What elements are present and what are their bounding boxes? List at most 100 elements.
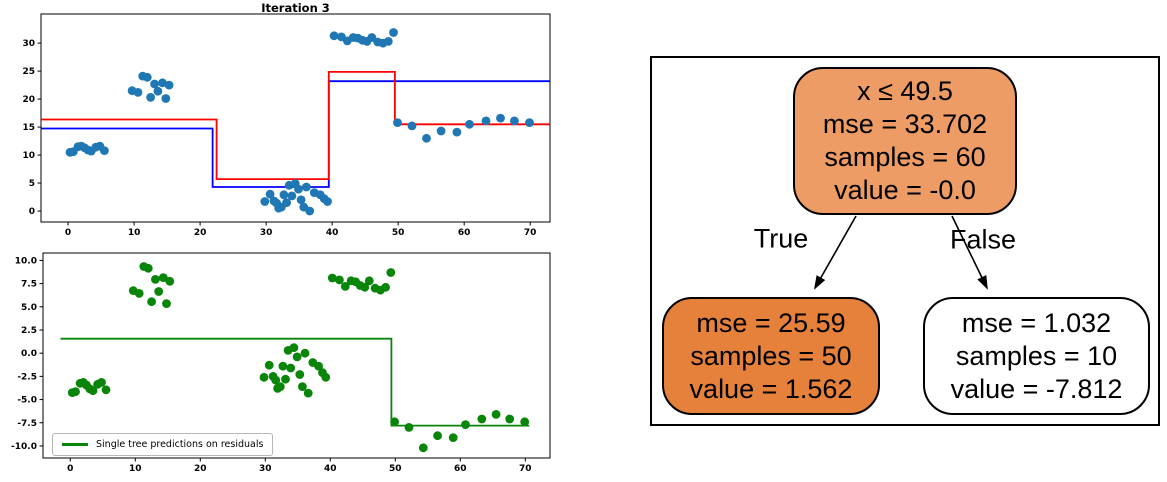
tree-node-left-child: mse = 25.59 samples = 50 value = 1.562 (662, 297, 880, 415)
scatter-point (461, 420, 470, 429)
scatter-point (154, 287, 164, 296)
scatter-point (158, 273, 168, 282)
scatter-point (298, 382, 307, 391)
scatter-point (327, 273, 337, 283)
y-tick-label: 10 (22, 151, 35, 161)
scatter-point (88, 386, 98, 396)
y-tick-label: 25 (22, 67, 35, 77)
scatter-point (360, 282, 370, 292)
scatter-point (71, 387, 80, 397)
scatter-point (302, 182, 311, 192)
scatter-point (390, 417, 399, 427)
scatter-point (265, 189, 275, 199)
scatter-point (321, 372, 331, 382)
scatter-point (142, 72, 152, 82)
x-tick-label: 0 (67, 464, 73, 474)
x-tick-label: 20 (194, 464, 207, 474)
legend-line-swatch (62, 443, 88, 446)
scatter-point (407, 121, 417, 131)
x-tick-label: 50 (392, 228, 405, 238)
scatter-point (481, 116, 491, 126)
y-tick-label: -2.5 (17, 372, 37, 382)
scatter-point (335, 275, 344, 285)
scatter-point (295, 370, 305, 379)
edge-label-false: False (949, 224, 1017, 255)
y-tick-label: -10.0 (11, 442, 37, 452)
scatter-point (314, 361, 323, 371)
scatter-point (292, 352, 302, 362)
y-tick-label: 5.0 (21, 303, 37, 313)
scatter-point (275, 382, 285, 391)
tree-node-right-child: mse = 1.032 samples = 10 value = -7.812 (923, 297, 1150, 415)
scatter-point (143, 263, 153, 273)
y-tick-label: -5.0 (17, 396, 37, 406)
scatter-point (294, 184, 303, 194)
scatter-point (259, 372, 269, 382)
scatter-point (161, 94, 171, 103)
left-value: value = 1.562 (689, 374, 853, 404)
axes-frame (42, 252, 551, 459)
right-mse: mse = 1.032 (961, 308, 1112, 338)
scatter-point (505, 414, 515, 424)
x-tick-label: 40 (326, 228, 339, 238)
scatter-point (165, 276, 175, 286)
scatter-point (383, 37, 393, 46)
step-line (41, 71, 550, 181)
root-samples: samples = 60 (824, 142, 986, 172)
scatter-point (393, 118, 402, 127)
legend-label: Single tree predictions on residuals (96, 439, 264, 450)
x-tick-label: 30 (260, 228, 273, 238)
scatter-point (164, 80, 174, 90)
scatter-point (491, 410, 501, 419)
scatter-point (287, 191, 297, 201)
legend-box: Single tree predictions on residuals (52, 433, 274, 456)
scatter-point (300, 348, 310, 358)
scatter-point (389, 28, 398, 37)
scatter-point (153, 86, 163, 96)
scatter-point (271, 375, 281, 385)
scatter-point (465, 119, 474, 129)
scatter-point (134, 289, 144, 298)
scatter-point (418, 443, 428, 453)
y-tick-label: 2.5 (21, 326, 37, 336)
x-tick-label: 70 (519, 464, 532, 474)
root-mse: mse = 33.702 (822, 109, 988, 139)
axes-frame (40, 13, 551, 223)
x-tick-label: 30 (259, 464, 272, 474)
y-tick-label: 7.5 (21, 280, 37, 290)
tree-node-root: x ≤ 49.5 mse = 33.702 samples = 60 value… (793, 67, 1017, 215)
scatter-point (158, 78, 167, 88)
y-tick-label: 30 (22, 39, 35, 49)
x-tick-label: 60 (454, 464, 467, 474)
x-tick-label: 0 (65, 228, 71, 238)
scatter-point (281, 374, 290, 384)
scatter-point (146, 93, 156, 102)
scatter-point (422, 133, 431, 143)
decision-tree-panel: x ≤ 49.5 mse = 33.702 samples = 60 value… (650, 56, 1160, 426)
y-tick-label: 0.0 (21, 349, 37, 359)
left-mse: mse = 25.59 (696, 308, 846, 338)
scatter-point (452, 127, 462, 137)
y-tick-label: 5 (29, 179, 35, 189)
chart-title: Iteration 3 (261, 1, 330, 15)
scatter-point (381, 282, 390, 292)
scatter-point (289, 343, 299, 352)
x-tick-label: 20 (194, 228, 207, 238)
scatter-point (364, 276, 374, 286)
step-line (60, 337, 530, 427)
scatter-point (433, 431, 442, 441)
y-tick-label: 20 (22, 95, 35, 105)
scatter-point (279, 190, 289, 200)
root-value: value = -0.0 (834, 175, 976, 205)
scatter-point (150, 79, 160, 89)
scatter-point (151, 275, 160, 284)
scatter-point (520, 417, 530, 427)
scatter-point (436, 126, 446, 136)
scatter-point (448, 433, 458, 442)
edge-true-arrow (814, 215, 857, 290)
scatter-point (133, 88, 143, 97)
